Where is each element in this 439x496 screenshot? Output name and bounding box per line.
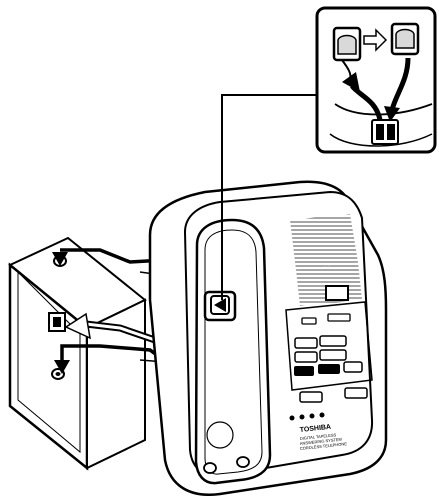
- button-vol-up[interactable]: [318, 364, 340, 374]
- cradle-foot-right: [237, 457, 249, 467]
- button-repeat[interactable]: [295, 352, 317, 362]
- button-vol-down[interactable]: [294, 366, 314, 376]
- cradle-foot-left: [204, 463, 216, 473]
- telephone-base-unit: TOSHIBA DIGITAL TAPELESS ANSWERING SYSTE…: [150, 182, 386, 495]
- inset-detail-panel: [317, 8, 435, 152]
- hook-switch-tab[interactable]: [205, 292, 235, 320]
- button-skip[interactable]: [320, 350, 346, 360]
- button-announce[interactable]: [302, 318, 316, 324]
- button-memo[interactable]: [295, 338, 317, 348]
- button-time-set[interactable]: [300, 392, 322, 402]
- wall-jack-plate: [10, 238, 145, 468]
- message-counter-display: [326, 286, 348, 300]
- hook-tab-after: [392, 24, 418, 54]
- button-greeting[interactable]: [345, 388, 367, 398]
- button-answer[interactable]: [344, 362, 362, 372]
- button-delete[interactable]: [320, 336, 346, 346]
- wall-jack-socket: [49, 313, 65, 331]
- button-play-stop[interactable]: [328, 314, 350, 321]
